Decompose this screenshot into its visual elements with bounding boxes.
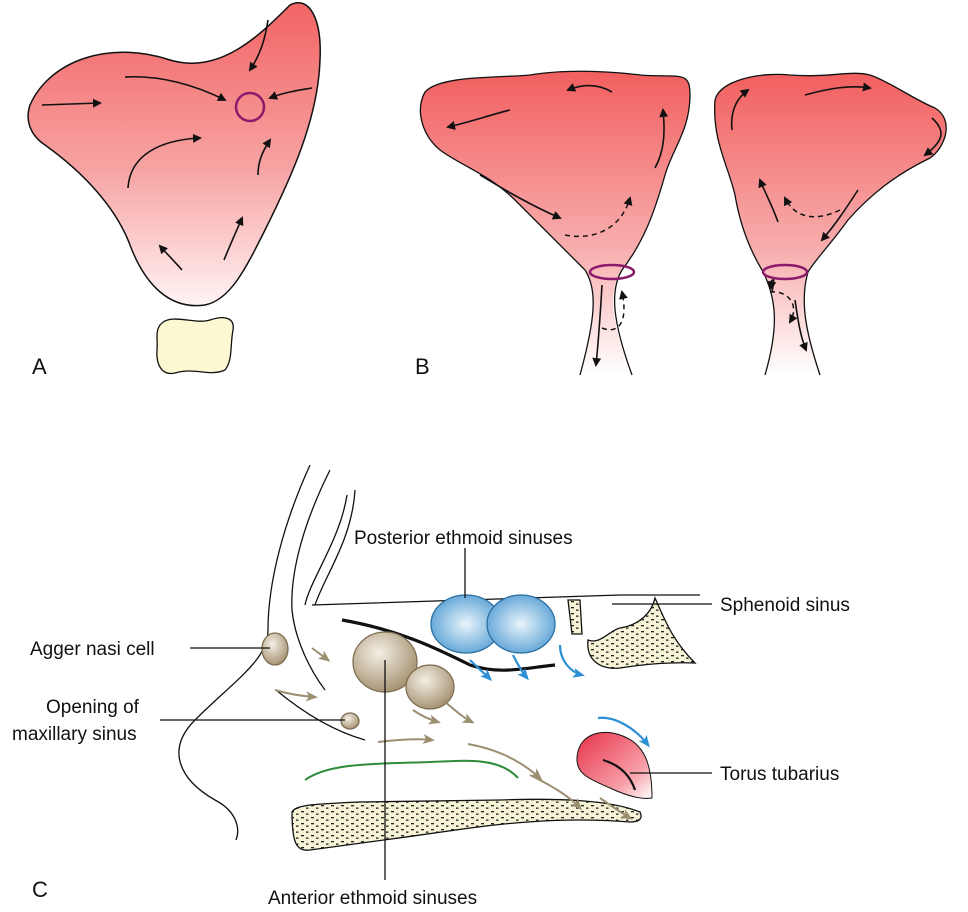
panel-c: Posterior ethmoid sinuses Sphenoid sinus… [12,465,850,909]
nose-profile-outline [179,465,310,840]
label-opening-line1: Opening of [46,697,140,718]
label-agger-nasi: Agger nasi cell [30,639,155,660]
sphenoid-bone-left [568,600,582,634]
label-posterior-ethmoid: Posterior ethmoid sinuses [354,528,573,549]
label-sphenoid: Sphenoid sinus [720,595,850,616]
hard-palate-bone [292,799,641,850]
maxillary-sinus-opening [341,713,359,729]
agger-nasi-cell [262,633,288,665]
panel-label-c: C [32,877,48,902]
panel-label-b: B [415,354,430,379]
label-anterior-ethmoid: Anterior ethmoid sinuses [268,888,477,909]
inferior-concha-line [305,761,518,780]
tooth-shape [157,318,233,374]
frontal-recess-line-right [315,490,355,605]
label-torus: Torus tubarius [720,764,839,785]
posterior-ethmoid-cell-2 [487,595,555,653]
label-opening-line2: maxillary sinus [12,724,137,745]
sphenoid-bone-right [588,598,695,668]
frontal-sinus-right-shape [715,73,947,375]
panel-b: B [415,71,946,379]
panel-a: A [28,3,320,379]
panel-label-a: A [32,354,47,379]
